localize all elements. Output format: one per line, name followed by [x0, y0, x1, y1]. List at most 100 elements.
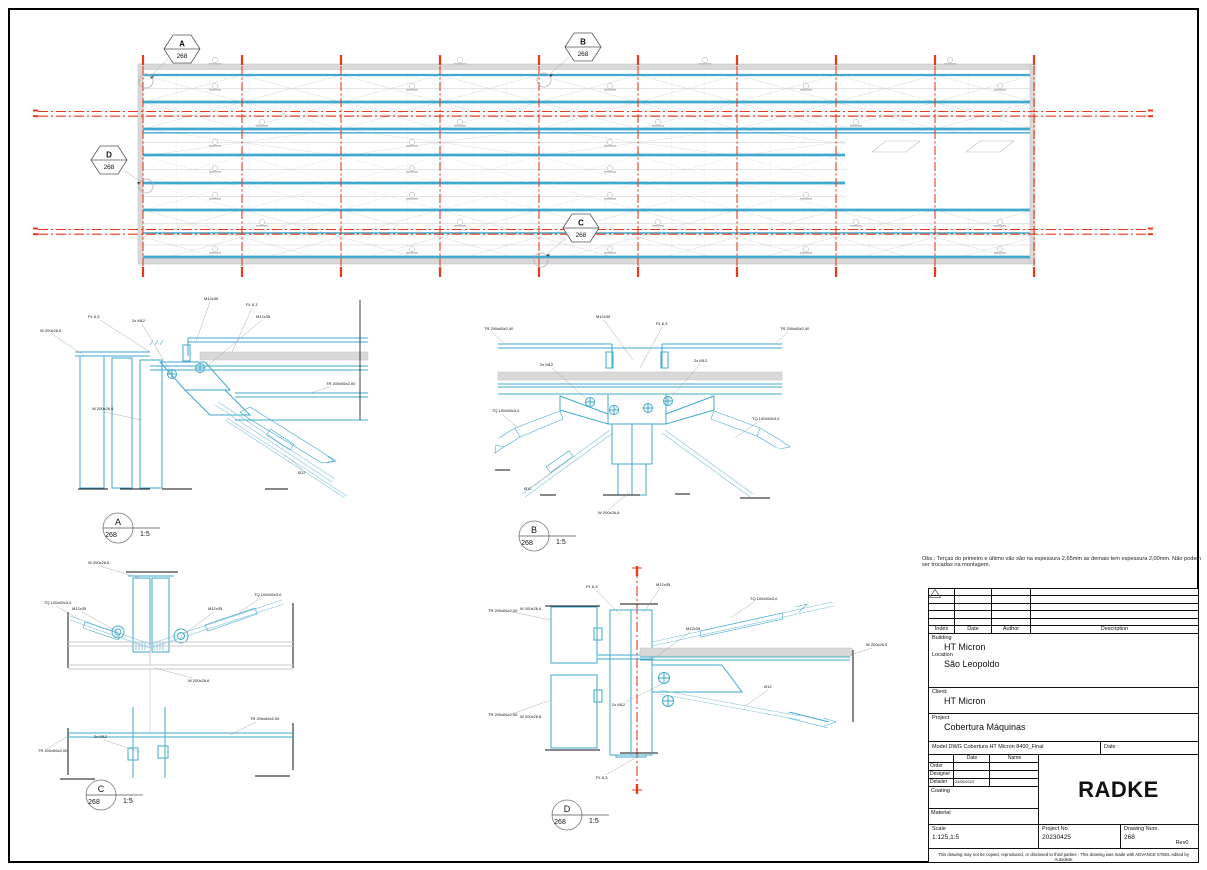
- svg-text:W 200x26,6: W 200x26,6: [598, 510, 620, 515]
- svg-text:TR 200x65x2,00: TR 200x65x2,00: [780, 326, 810, 331]
- plan-callout-A: A 268: [138, 34, 201, 89]
- opening-tag: [871, 140, 921, 153]
- svg-text:268: 268: [521, 540, 533, 547]
- building-section: Building HT Micron Location São Leopoldo: [929, 634, 1198, 689]
- middle-section: Date Name Order Designer Detailer 24/05/…: [929, 755, 1198, 826]
- sign-row-order: Order: [929, 763, 954, 772]
- svg-text:TR 200x65x2,00: TR 200x65x2,00: [488, 608, 518, 613]
- svg-text:PL 6,3: PL 6,3: [596, 775, 608, 780]
- svg-text:2x M12: 2x M12: [612, 702, 626, 707]
- beam-flange: [639, 647, 853, 657]
- grid-lines: [33, 55, 1153, 277]
- svg-text:268: 268: [88, 799, 100, 806]
- svg-text:1:5: 1:5: [556, 539, 566, 546]
- svg-text:W 200x26,6: W 200x26,6: [88, 560, 110, 565]
- callout-letter: A: [179, 40, 185, 49]
- detail-a-callout: A 268 1:5: [102, 512, 160, 544]
- detail-d-view: TR 200x65x2,00 W 200x26,6 TR 200x65x2,00…: [488, 566, 888, 831]
- svg-text:M12x35: M12x35: [208, 606, 223, 611]
- drawing-num-value: 268: [1124, 834, 1135, 842]
- detail-a-labels: PL 6,3 W 200x26,6 M12x35 PL 6,3 2x M12 M…: [40, 296, 356, 475]
- callout-sheet: 268: [177, 53, 188, 60]
- svg-text:M12x35: M12x35: [686, 626, 701, 631]
- rev-col-date: Date: [955, 625, 992, 634]
- svg-text:TR 200x65x2,00: TR 200x65x2,00: [250, 716, 280, 721]
- beam-flange: [199, 351, 369, 361]
- svg-text:268: 268: [554, 819, 566, 826]
- callout-letter: B: [580, 38, 586, 47]
- project-value: Cobertura Máquinas: [944, 722, 1026, 733]
- svg-text:2x M12: 2x M12: [540, 362, 554, 367]
- svg-text:M12x35: M12x35: [656, 582, 671, 587]
- detail-d-braces: [651, 601, 837, 729]
- detail-d-centerline: [632, 566, 642, 794]
- svg-text:D: D: [564, 804, 571, 814]
- svg-text:W 200x26,6: W 200x26,6: [866, 642, 888, 647]
- svg-text:PL 6,3: PL 6,3: [88, 314, 100, 319]
- material-label: Material: [931, 810, 951, 817]
- drawing-num-label: Drawing Num.: [1124, 826, 1159, 833]
- revision-table: Index Date Author Description: [929, 589, 1198, 635]
- model-value: Model DWG Cobertura HT Micron 8400_Final: [932, 744, 1044, 751]
- location-value: São Leopoldo: [944, 659, 1000, 670]
- detail-a-braces: [214, 401, 348, 499]
- svg-text:PL 6,3: PL 6,3: [656, 321, 668, 326]
- coating-label: Coating: [929, 787, 1038, 810]
- svg-text:2x M12: 2x M12: [694, 358, 708, 363]
- project-no-label: Project No.: [1042, 826, 1070, 833]
- project-label: Project: [932, 715, 950, 722]
- scale-value: 1:125,1:5: [932, 834, 960, 842]
- callout-letter: D: [106, 151, 112, 160]
- svg-text:PL 6,3: PL 6,3: [586, 584, 598, 589]
- callout-sheet: 268: [578, 51, 589, 58]
- rev-col-author: Author: [992, 625, 1031, 634]
- svg-text:1:5: 1:5: [140, 531, 150, 538]
- svg-text:M12x35: M12x35: [204, 296, 219, 301]
- svg-text:TQ 100x50x3,0: TQ 100x50x3,0: [492, 408, 520, 413]
- building-label: Building: [932, 635, 952, 642]
- general-note: Obs.: Terças do primeiro e último vão sã…: [922, 556, 1202, 568]
- svg-text:M12x35: M12x35: [256, 314, 271, 319]
- purlins: [140, 73, 1034, 259]
- client-value: HT Micron: [944, 696, 986, 707]
- svg-text:TQ 100x50x3,0: TQ 100x50x3,0: [752, 416, 780, 421]
- project-section: Project Cobertura Máquinas: [929, 714, 1198, 743]
- detail-a-base-ticks: [78, 300, 361, 490]
- svg-text:W 200x26,6: W 200x26,6: [188, 678, 210, 683]
- svg-text:A: A: [115, 517, 121, 527]
- building-value: HT Micron: [944, 642, 986, 653]
- callout-sheet: 268: [576, 232, 587, 239]
- detail-c-callout: C 268 1:5: [85, 779, 143, 811]
- svg-text:W 200x26,6: W 200x26,6: [520, 606, 542, 611]
- detailer-date: 24/05/2023: [954, 779, 990, 788]
- project-no-value: 20230425: [1042, 834, 1071, 842]
- svg-text:Ø12: Ø12: [524, 486, 532, 491]
- svg-text:M12x35: M12x35: [72, 606, 87, 611]
- location-label: Location: [932, 652, 953, 659]
- svg-text:W 200x26,6: W 200x26,6: [92, 406, 114, 411]
- svg-text:2x M12: 2x M12: [94, 734, 108, 739]
- company-logo: RADKE: [1078, 776, 1159, 802]
- plan-secondary-lines: [143, 88, 1034, 246]
- callout-sheet: 268: [104, 164, 115, 171]
- detail-c-braces: [69, 599, 285, 649]
- svg-text:W 200x26,6: W 200x26,6: [40, 328, 62, 333]
- opening-tag: [965, 140, 1015, 153]
- scale-label: Scale: [932, 826, 946, 833]
- detail-b-base-ticks: [495, 469, 770, 499]
- svg-text:Ø12: Ø12: [764, 684, 772, 689]
- disclaimer: This drawing may not be copied, reproduc…: [938, 852, 1189, 863]
- sign-row-designer: Designer: [929, 771, 954, 780]
- svg-text:TQ 100x50x3,0: TQ 100x50x3,0: [254, 592, 282, 597]
- detail-c-ticks: [60, 571, 294, 780]
- sign-table: Date Name Order Designer Detailer 24/05/…: [929, 755, 1038, 788]
- date-label: Date :: [1100, 742, 1198, 755]
- detail-c-view: W 200x26,6 M12x35 M12x35 TQ 100x50x3,0 T…: [38, 560, 294, 811]
- detail-c-beam: [68, 641, 293, 733]
- svg-text:C: C: [98, 784, 105, 794]
- svg-text:2x M12: 2x M12: [132, 318, 146, 323]
- svg-text:TR 200x65x2,00: TR 200x65x2,00: [484, 326, 514, 331]
- svg-text:TR 200x65x2,00: TR 200x65x2,00: [488, 712, 518, 717]
- detail-c-labels: W 200x26,6 M12x35 M12x35 TQ 100x50x3,0 T…: [38, 560, 282, 753]
